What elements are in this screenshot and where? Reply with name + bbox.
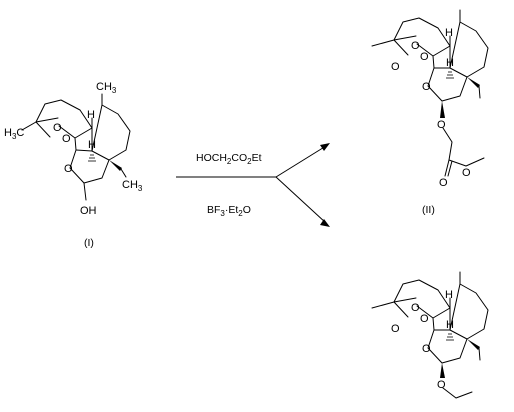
- reactant-ch3-right: CH3: [122, 179, 143, 193]
- product-ii-label: (II): [422, 204, 435, 216]
- reactant-h-mid: H: [88, 139, 96, 151]
- reactant-h-top: H: [87, 109, 95, 121]
- reactant-o-peroxide-2: O: [62, 133, 71, 145]
- product-lower-o-ring-1: O: [391, 323, 400, 335]
- product-ii-o-ring-2: O: [422, 81, 431, 93]
- reactant-structure-i: CH3 H3C O O O OH CH3 H H (I): [4, 81, 143, 249]
- product-structure-lower: O O O O O H H: [371, 271, 489, 399]
- reactant-ch3-top: CH3: [96, 81, 117, 95]
- reactant-h3c: H3C: [4, 127, 24, 141]
- product-ii-h-top: H: [445, 27, 453, 39]
- product-lower-h-top: H: [445, 289, 453, 301]
- product-lower-o-peroxide-1: O: [411, 302, 420, 314]
- product-lower-o-ring-2: O: [422, 343, 431, 355]
- product-ii-o-peroxide-1: O: [411, 40, 420, 52]
- product-lower-o-ether: O: [437, 379, 446, 391]
- product-ii-o-peroxide-2: O: [420, 51, 429, 63]
- product-ii-o-ether: O: [437, 119, 446, 131]
- reaction-arrow: [176, 143, 330, 227]
- reagent-bottom: BF3·Et2O: [207, 204, 251, 218]
- product-ii-o-ring-1: O: [391, 61, 400, 73]
- product-ii-o-ester: O: [462, 167, 471, 179]
- product-ii-o-carbonyl: O: [439, 177, 448, 189]
- reactant-o-ring: O: [64, 163, 73, 175]
- product-lower-o-peroxide-2: O: [420, 313, 429, 325]
- reactant-oh: OH: [80, 205, 97, 217]
- reagent-top: HOCH2CO2Et: [196, 152, 262, 166]
- product-lower-h-mid: H: [446, 319, 454, 331]
- product-ii-h-mid: H: [446, 57, 454, 69]
- reactant-label: (I): [84, 237, 94, 249]
- reactant-o-peroxide-1: O: [53, 122, 62, 134]
- product-structure-ii: O O O O O O O H H (II): [371, 9, 489, 216]
